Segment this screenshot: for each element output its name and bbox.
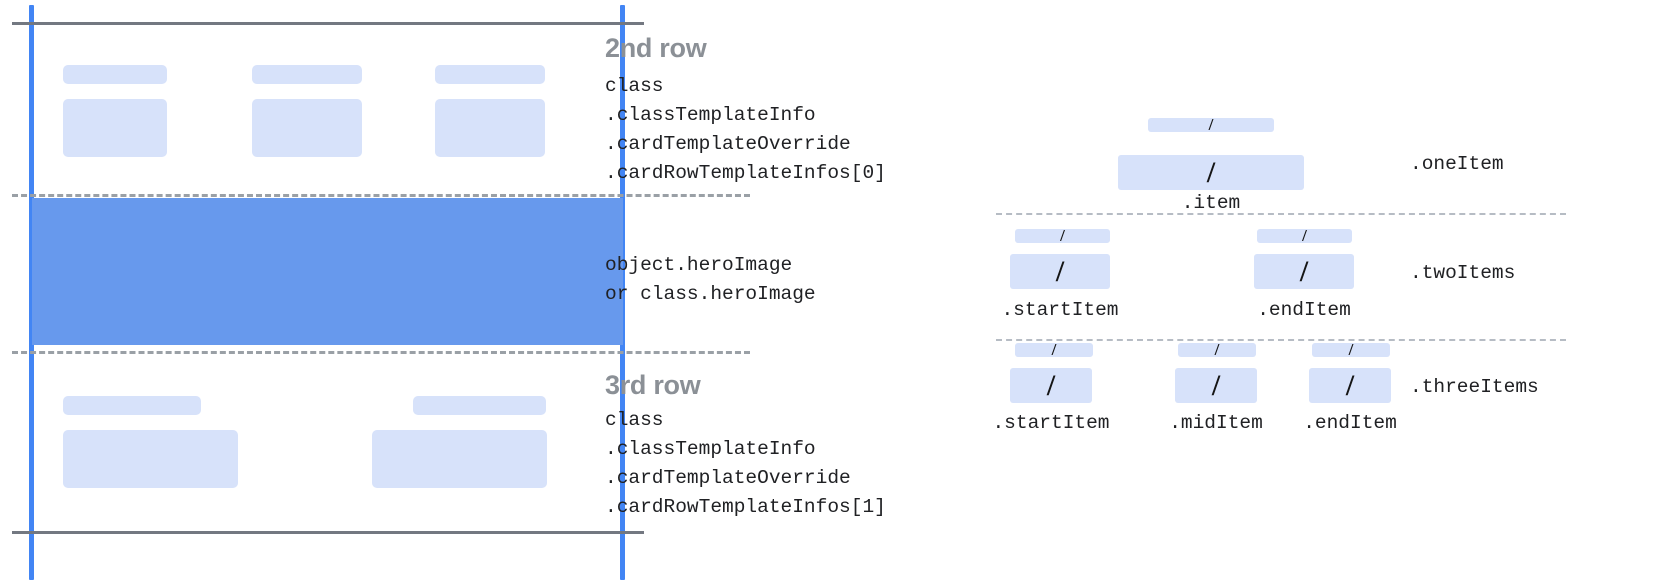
card-top-boundary [12, 22, 644, 25]
second-row-code: class .classTemplateInfo .cardTemplateOv… [605, 75, 886, 184]
item-label-slot: / [1015, 340, 1093, 359]
item-value-slot: / [1010, 254, 1110, 289]
second-row-cells [0, 0, 620, 194]
item-caption: .startItem [1001, 299, 1119, 321]
slash-glyph: / [1055, 254, 1065, 288]
slash-glyph: / [1302, 226, 1307, 245]
row-divider-lower [12, 351, 750, 354]
third-row-cells [0, 0, 620, 584]
card-bottom-boundary [12, 531, 644, 534]
cell-value-placeholder [252, 99, 362, 157]
hero-image-band [32, 198, 623, 345]
left-guide-line [29, 5, 34, 580]
item-label-slot: / [1178, 340, 1256, 359]
third-row-code: class .classTemplateInfo .cardTemplateOv… [605, 409, 886, 518]
item-label-slot: / [1257, 226, 1352, 245]
variant-one-item: / / .item .oneItem [960, 0, 1676, 214]
slash-glyph: / [1211, 368, 1221, 402]
third-row-title: 3rd row [605, 370, 701, 400]
cell-label-placeholder [63, 396, 201, 415]
item-caption: .startItem [992, 412, 1110, 434]
item-caption: .midItem [1169, 412, 1263, 434]
item-value-slot: / [1010, 368, 1092, 403]
row-divider-upper [12, 194, 750, 197]
slash-glyph: / [1348, 340, 1354, 359]
cell-label-placeholder [252, 65, 362, 84]
variant-divider-one-two [996, 213, 1566, 215]
item-caption: .endItem [1257, 299, 1351, 321]
item-label-slot: / [1312, 340, 1390, 359]
slash-glyph: / [1206, 155, 1216, 189]
item-label-slot: / [1148, 115, 1274, 134]
cell-value-placeholder [63, 430, 238, 488]
variant-two-items: / / .startItem / / .endItem .twoItems [960, 0, 1676, 339]
item-caption: .endItem [1303, 412, 1397, 434]
variant-name-one-item: .oneItem [1410, 153, 1504, 175]
slash-glyph: / [1046, 368, 1056, 402]
slash-glyph: / [1208, 115, 1214, 134]
slash-glyph: / [1060, 226, 1065, 245]
variant-three-items: / / .startItem / / .midItem / / .endItem… [960, 0, 1676, 584]
cell-value-placeholder [63, 99, 167, 157]
slash-glyph: / [1345, 368, 1355, 402]
item-value-slot: / [1175, 368, 1257, 403]
variant-name-three-items: .threeItems [1410, 376, 1539, 398]
item-label-slot: / [1015, 226, 1110, 245]
cell-value-placeholder [435, 99, 545, 157]
slash-glyph: / [1214, 340, 1220, 359]
item-variants-diagram: / / .item .oneItem / / .startItem / / [960, 0, 1676, 584]
cell-label-placeholder [435, 65, 545, 84]
slash-glyph: / [1051, 340, 1057, 359]
item-value-slot: / [1309, 368, 1391, 403]
card-anatomy-diagram: 2nd row class .classTemplateInfo .cardTe… [0, 0, 886, 584]
cell-value-placeholder [372, 430, 547, 488]
variant-divider-two-three [996, 339, 1566, 341]
item-value-slot: / [1118, 155, 1304, 190]
second-row-title: 2nd row [605, 33, 707, 63]
cell-label-placeholder [63, 65, 167, 84]
variant-name-two-items: .twoItems [1410, 262, 1516, 284]
item-caption: .item [1181, 192, 1241, 214]
slash-glyph: / [1299, 254, 1309, 288]
item-value-slot: / [1254, 254, 1354, 289]
cell-label-placeholder [413, 396, 546, 415]
hero-image-code: object.heroImage or class.heroImage [605, 254, 816, 305]
